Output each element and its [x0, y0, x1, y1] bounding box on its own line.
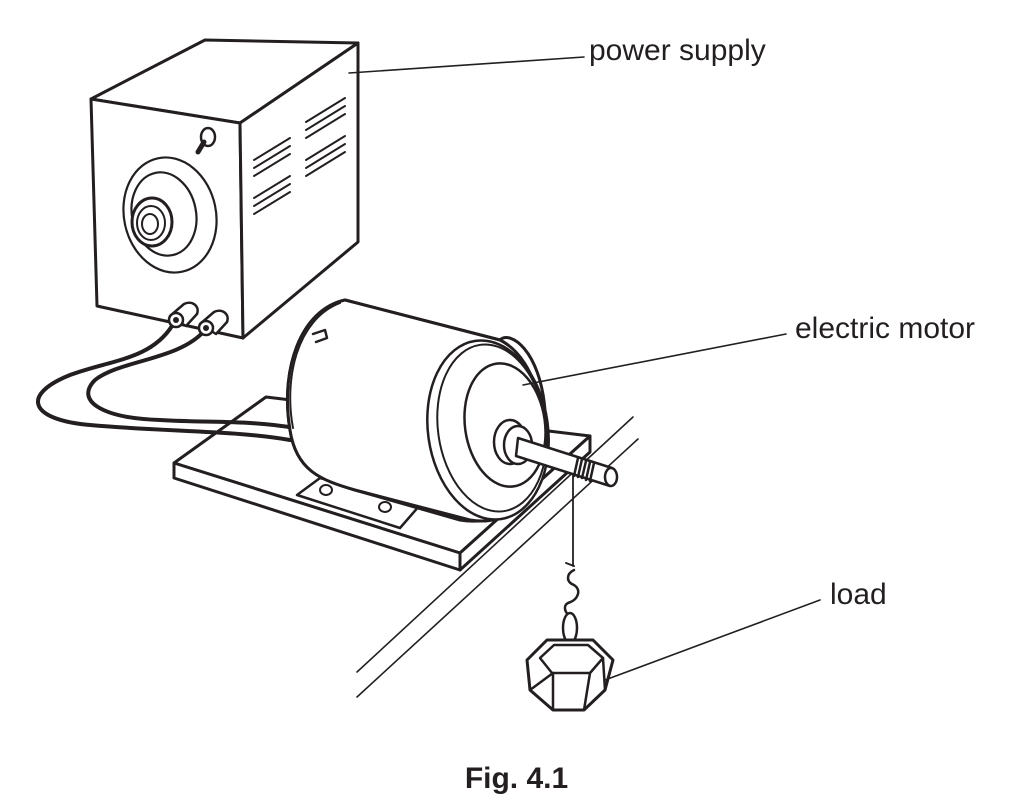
- figure-caption: Fig. 4.1: [464, 762, 569, 795]
- toggle-switch-icon: [195, 126, 217, 155]
- label-power-supply: power supply: [589, 34, 766, 67]
- control-dial-icon: [122, 156, 218, 274]
- electric-motor: [286, 298, 619, 530]
- connecting-wires: [36, 324, 297, 442]
- power-supply: [89, 38, 360, 340]
- output-terminals: [167, 301, 229, 337]
- label-electric-motor: electric motor: [795, 312, 976, 345]
- load-weight: [525, 638, 615, 712]
- label-load: load: [830, 578, 887, 611]
- load-assembly: [525, 474, 615, 712]
- leader-lines: [348, 56, 821, 681]
- ventilation-slots: [253, 97, 346, 215]
